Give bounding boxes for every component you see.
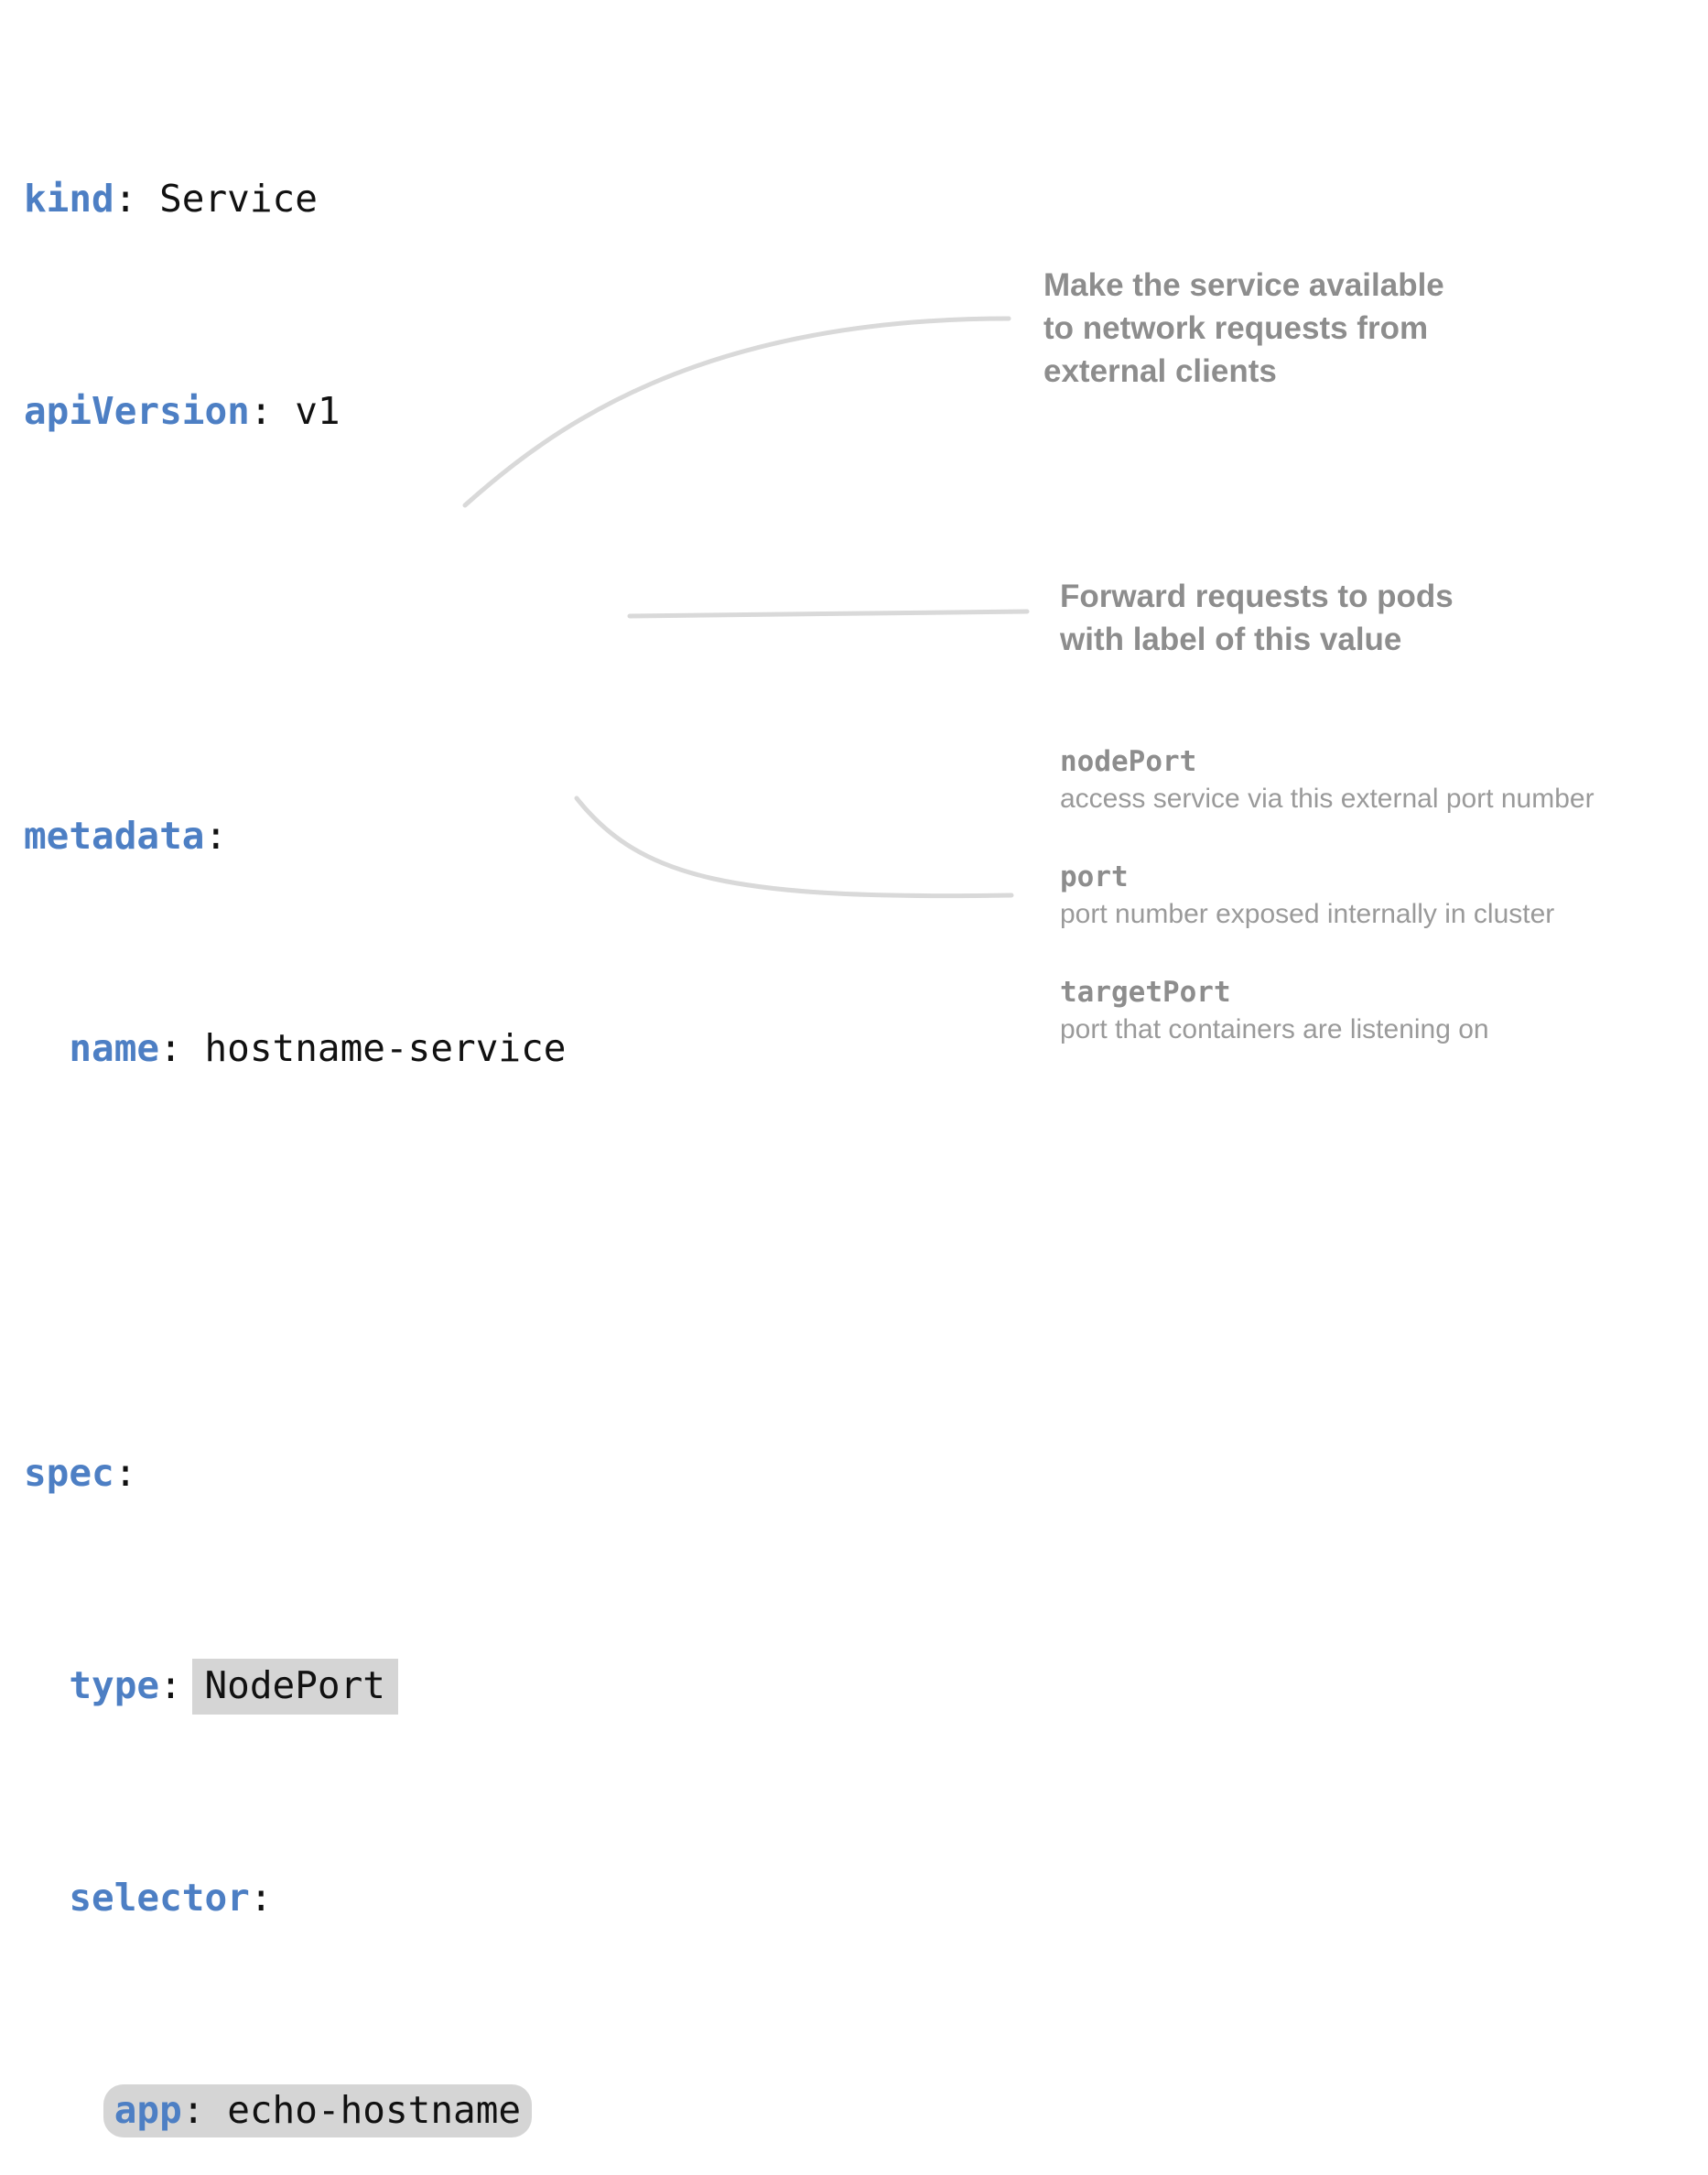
yaml-line-app: app: echo-hostname — [24, 2083, 566, 2137]
definition-term-port: port — [1060, 860, 1129, 893]
definition-desc-port: port number exposed internally in cluste… — [1060, 899, 1555, 929]
yaml-sep-kind: : — [114, 177, 160, 221]
definition-term-targetport: targetPort — [1060, 976, 1231, 1009]
yaml-sep-metadata: : — [204, 814, 228, 858]
definition-desc-targetport: port that containers are listening on — [1060, 1014, 1489, 1044]
connector-curve-ports — [574, 795, 1014, 899]
yaml-key-metadata: metadata — [24, 814, 205, 858]
yaml-sep-selector: : — [249, 1876, 273, 1920]
yaml-line-name: name: hostname-service — [24, 1022, 566, 1075]
yaml-line-kind: kind: Service — [24, 172, 566, 225]
yaml-sep-name: : — [159, 1026, 205, 1070]
yaml-key-type: type — [69, 1663, 160, 1707]
yaml-value-app: echo-hostname — [227, 2088, 522, 2132]
definition-port: port port number exposed internally in c… — [1060, 859, 1708, 934]
yaml-key-apiversion: apiVersion — [24, 389, 250, 433]
yaml-sep-app: : — [181, 2088, 228, 2132]
yaml-sep-apiversion: : — [249, 389, 296, 433]
yaml-line-selector: selector: — [24, 1871, 566, 1924]
yaml-line-spec: spec: — [24, 1446, 566, 1499]
yaml-sep-spec: : — [114, 1451, 137, 1495]
definition-nodeport: nodePort access service via this externa… — [1060, 743, 1708, 818]
yaml-manifest: kind: Service apiVersion: v1 metadata: n… — [24, 13, 566, 2175]
definition-desc-nodeport: access service via this external port nu… — [1060, 784, 1594, 814]
yaml-key-spec: spec — [24, 1451, 114, 1495]
yaml-highlight-app: app: echo-hostname — [103, 2084, 533, 2137]
yaml-key-kind: kind — [24, 177, 114, 221]
yaml-line-type: type: NodePort — [24, 1659, 566, 1715]
yaml-value-name: hostname-service — [204, 1026, 567, 1070]
yaml-key-app: app — [114, 2088, 182, 2132]
yaml-value-type: NodePort — [204, 1663, 385, 1707]
yaml-key-selector: selector — [69, 1876, 250, 1920]
callout-nodeport-description: Make the service available to network re… — [1043, 267, 1444, 389]
yaml-highlight-type-value: NodePort — [191, 1659, 398, 1715]
yaml-line-metadata: metadata: — [24, 809, 566, 862]
definition-targetport: targetPort port that containers are list… — [1060, 974, 1708, 1049]
yaml-blank-2 — [24, 1234, 566, 1287]
yaml-key-name: name — [69, 1026, 160, 1070]
connector-line-selector — [627, 609, 1030, 619]
callout-selector-description: Forward requests to pods with label of t… — [1060, 579, 1454, 657]
yaml-line-apiversion: apiVersion: v1 — [24, 384, 566, 438]
yaml-value-kind: Service — [159, 177, 318, 221]
definition-term-nodeport: nodePort — [1060, 745, 1197, 778]
yaml-value-apiversion: v1 — [295, 389, 341, 433]
yaml-blank-1 — [24, 597, 566, 650]
